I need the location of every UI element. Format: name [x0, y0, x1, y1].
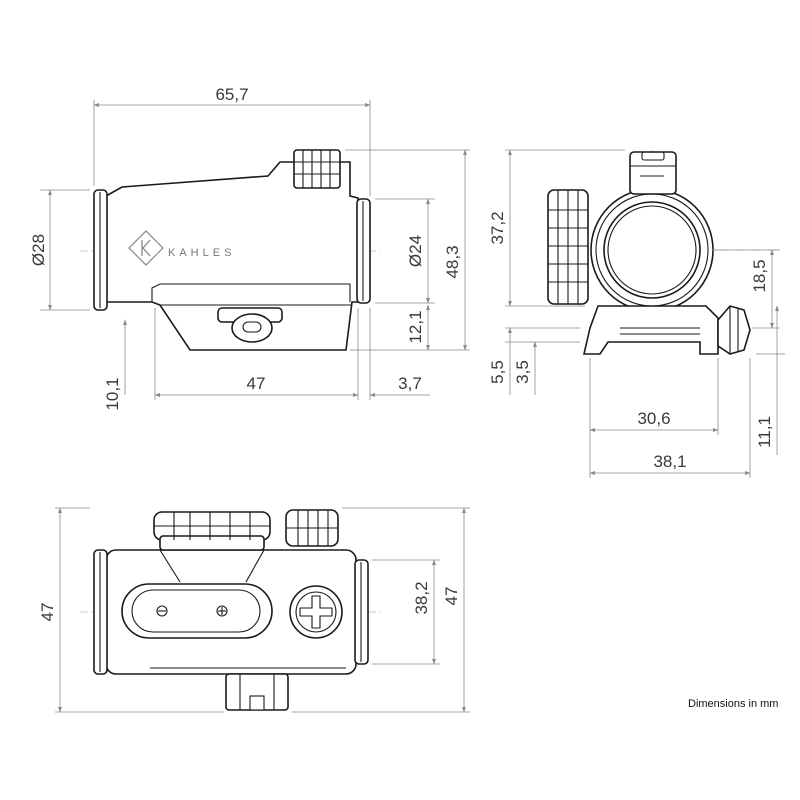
dim-top-width-382: 38,2: [412, 581, 431, 614]
front-clamp-lever: [717, 305, 751, 355]
front-top-turret: [629, 151, 677, 195]
dim-side-base-length: 47: [247, 374, 266, 393]
dim-front-knob-height: 18,5: [750, 259, 769, 292]
front-view: 37,2 18,5 5,5 3,5 30,6 38,1 11,1: [488, 149, 785, 478]
battery-cap: [289, 585, 343, 639]
dim-side-right-offset: 3,7: [398, 374, 422, 393]
kahles-logo: KAHLES: [128, 230, 235, 266]
front-mount: [582, 305, 719, 355]
elevation-turret: [293, 149, 341, 189]
top-elevation-knob: [285, 509, 339, 547]
dim-front-width-306: 30,6: [637, 409, 670, 428]
dim-front-height-111: 11,1: [755, 416, 774, 448]
dim-side-diam-left: Ø28: [29, 234, 48, 266]
dim-side-length: 65,7: [215, 85, 248, 104]
units-note: Dimensions in mm: [688, 698, 778, 710]
dim-side-diam-right: Ø24: [406, 235, 425, 267]
mount-screw: [217, 307, 283, 343]
dim-top-width-right: 47: [442, 587, 461, 606]
top-mount-foot: [225, 673, 289, 711]
battery-plate: [121, 583, 273, 639]
dim-side-left-offset: 10,1: [103, 377, 122, 410]
dim-front-width-381: 38,1: [653, 452, 686, 471]
dim-side-height: 48,3: [443, 245, 462, 278]
dim-front-base-55: 5,5: [488, 360, 507, 384]
dim-front-height-top: 37,2: [488, 211, 507, 244]
front-lens: [603, 201, 701, 299]
dim-side-mount-height: 12,1: [406, 310, 425, 343]
top-windage-knob: [153, 511, 271, 551]
dim-front-base-35: 3,5: [513, 360, 532, 384]
dim-top-width-left: 47: [38, 603, 57, 622]
side-view: KAHLES 65,7 Ø28 Ø24 48,3 12,1 47 10,1 3,…: [29, 85, 470, 411]
brand-text: KAHLES: [168, 247, 235, 259]
side-mount: [151, 283, 351, 302]
top-view: 47 38,2 47: [38, 507, 470, 713]
front-side-knob: [547, 189, 589, 305]
